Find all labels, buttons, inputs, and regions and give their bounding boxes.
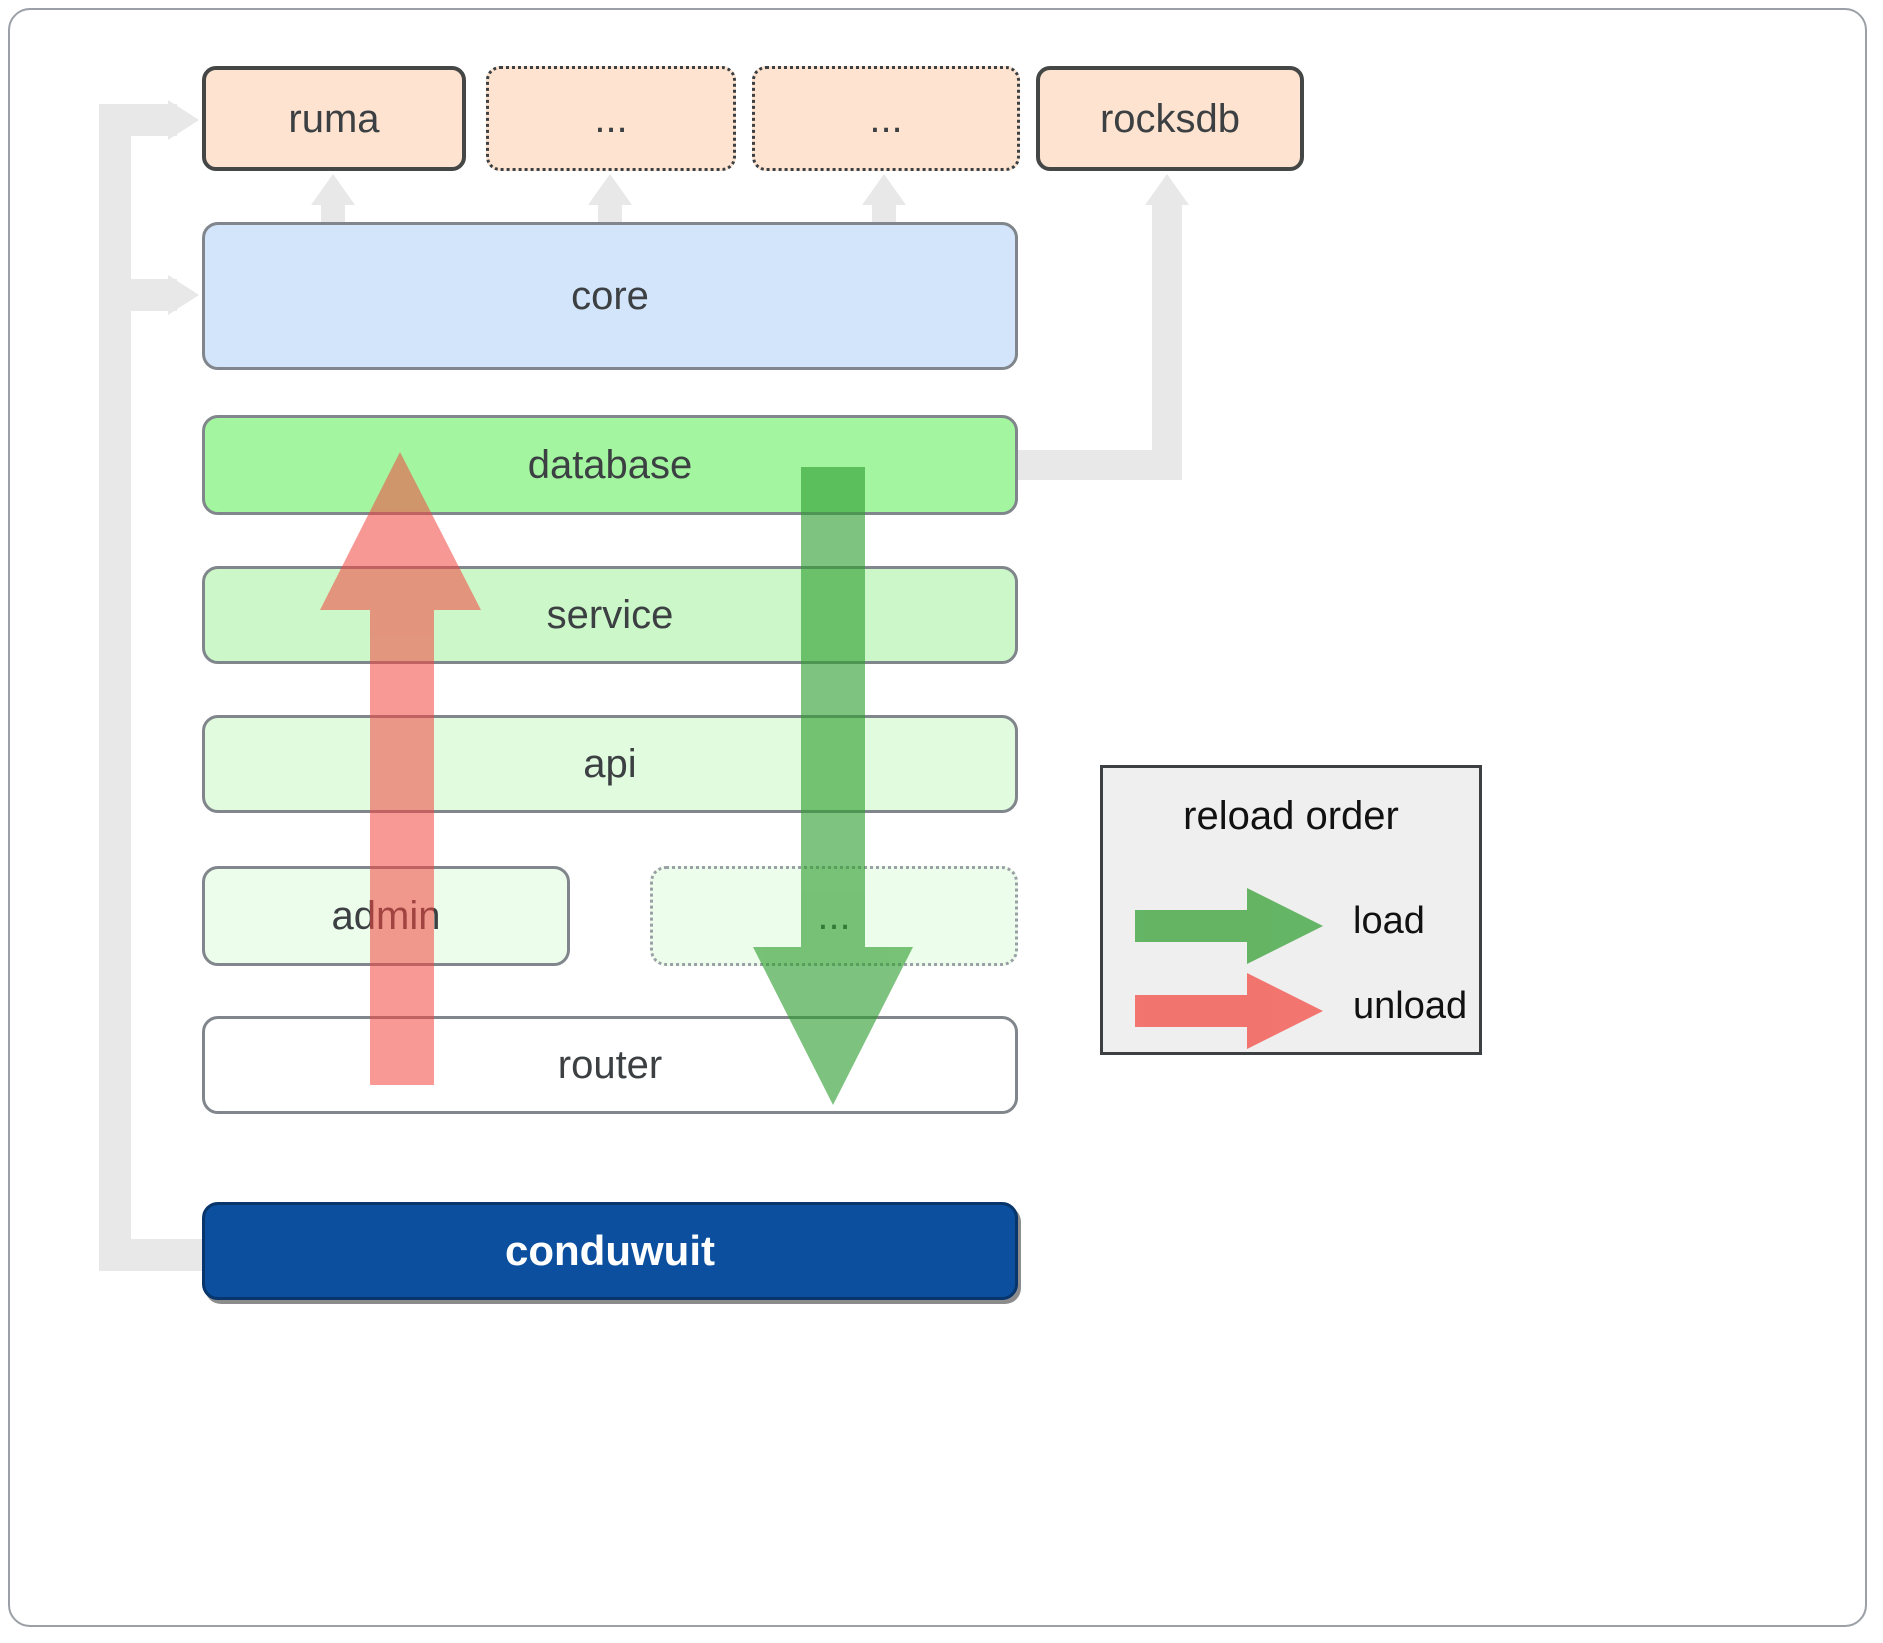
layer-box-core[interactable]: core (202, 222, 1018, 370)
legend-label-unload: unload (1353, 985, 1468, 1027)
layer-label-api: api (583, 742, 637, 786)
legend-row-load: load (1103, 886, 1479, 966)
legend-label-load: load (1353, 900, 1425, 942)
layer-label-service: service (546, 593, 674, 637)
layer-box-router[interactable]: router (202, 1016, 1018, 1114)
layer-box-api[interactable]: api (202, 715, 1018, 813)
dependency-label-ruma: ruma (288, 96, 380, 141)
dependency-box-placeholder-2[interactable]: ... (752, 66, 1020, 171)
legend-title: reload order (1183, 794, 1399, 838)
layer-box-service[interactable]: service (202, 566, 1018, 664)
legend-panel: reload order load unload (1100, 765, 1482, 1055)
layer-box-placeholder-3[interactable]: ... (650, 866, 1018, 966)
application-label-conduwuit: conduwuit (505, 1226, 715, 1274)
dependency-box-rocksdb[interactable]: rocksdb (1036, 66, 1304, 171)
legend-unload-arrow-icon (1135, 973, 1323, 1049)
dependency-label-placeholder-2: ... (869, 96, 903, 141)
layer-box-database[interactable]: database (202, 415, 1018, 515)
layer-box-admin[interactable]: admin (202, 866, 570, 966)
layer-label-database: database (527, 443, 693, 487)
legend-row-unload: unload (1103, 971, 1479, 1051)
application-box-conduwuit[interactable]: conduwuit (202, 1202, 1018, 1300)
dependency-label-placeholder-1: ... (594, 96, 628, 141)
layer-label-placeholder-3: ... (817, 894, 851, 938)
dependency-box-ruma[interactable]: ruma (202, 66, 466, 171)
dependency-label-rocksdb: rocksdb (1099, 96, 1241, 141)
layer-label-router: router (557, 1043, 663, 1087)
dependency-box-placeholder-1[interactable]: ... (486, 66, 736, 171)
layer-label-admin: admin (331, 894, 441, 938)
legend-load-arrow-icon (1135, 888, 1323, 964)
layer-label-core: core (571, 274, 649, 318)
